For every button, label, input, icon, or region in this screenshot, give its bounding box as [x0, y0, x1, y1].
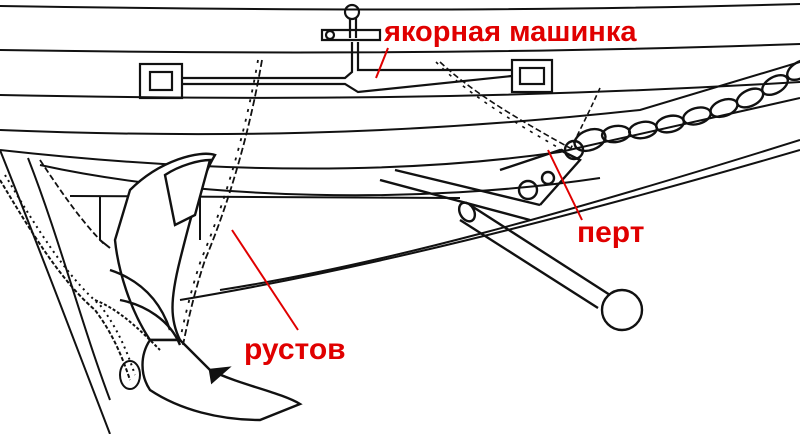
leader-lines — [231, 47, 583, 331]
anchor-chain — [563, 58, 800, 161]
pert-chain — [435, 61, 601, 153]
label-pert: перт — [577, 216, 645, 249]
label-rustov: рустов — [244, 333, 346, 366]
rustov-chain — [39, 59, 263, 346]
leader-windlass — [375, 47, 389, 79]
label-windlass: якорная машинка — [384, 16, 637, 48]
hull-planks — [0, 3, 800, 435]
anchor-stock — [379, 148, 644, 332]
leader-rustov — [231, 229, 299, 331]
anchor — [109, 152, 303, 422]
rope-lashing — [0, 174, 161, 390]
leader-pert — [547, 149, 583, 221]
windlass — [138, 3, 554, 100]
